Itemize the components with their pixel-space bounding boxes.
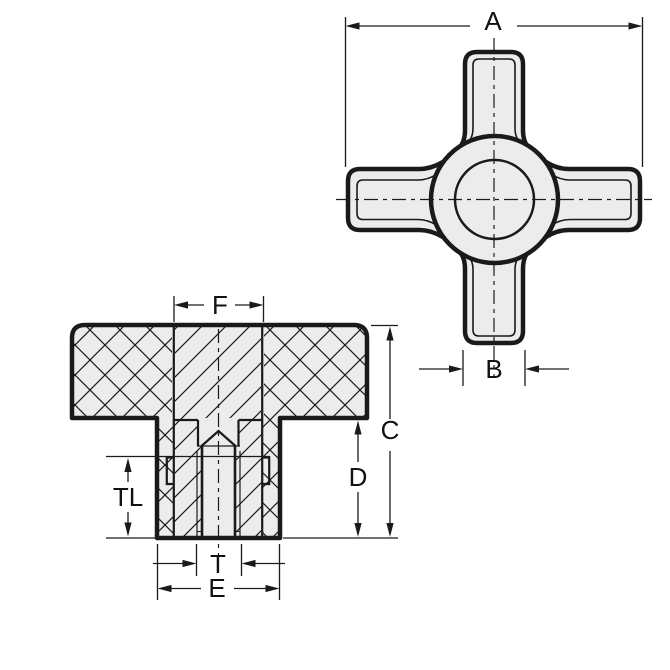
dimension-a: A [344,6,644,167]
dim-tl-extension-lines [106,455,270,539]
dim-t-arrow-right [241,559,256,568]
dim-t-arrow-left [182,559,197,568]
bottom-arm-outline [456,248,532,346]
dim-e-extension-lines [156,544,281,600]
dim-a-arrow-right [628,22,643,30]
dimension-e: E [156,544,281,603]
hatch-insert-right [238,418,262,537]
dim-t-label: T [210,549,226,579]
hatch-head-left [74,327,172,417]
dim-d-label: D [349,462,368,492]
dim-b-arrow-right [525,365,539,373]
dim-b-arrow-left [449,365,463,373]
dim-f-extension-lines [173,296,265,322]
dim-e-label: E [208,573,225,603]
dim-b-extension-lines [462,350,526,386]
hatch-insert-right-thread [235,446,240,537]
dim-e-arrow-left [157,584,172,593]
dim-f-arrow-left [174,301,188,309]
dim-c-label: C [381,415,400,445]
dim-c-arrow-bottom [386,523,394,537]
dim-b-label: B [485,354,502,384]
dim-a-extension-lines [344,17,644,167]
dim-c-arrow-top [386,326,394,341]
dim-tl-label: TL [113,482,143,512]
dimension-tl: TL [106,455,270,539]
insert-retention-ribs [165,456,271,486]
dimension-f: F [173,290,265,322]
top-view: A B [336,6,652,386]
insert-counterbore-walls [196,420,240,446]
dim-e-arrow-right [265,584,280,593]
dim-d-arrow-top [354,420,362,435]
dim-d-arrow-bottom [354,523,362,537]
dim-a-label: A [484,6,502,36]
hatch-head-right [264,327,365,417]
section-view: F C D TL [69,290,400,603]
hatch-insert-left-thread [197,446,202,537]
dim-a-arrow-left [345,22,360,30]
thread-minor-lines [200,446,237,537]
dimension-c: C [283,324,400,539]
hatch-insert-left [174,418,198,537]
dimension-d: D [349,420,368,537]
hatch-boss-right [263,417,279,537]
right-arm-pad [550,173,632,227]
dim-tl-arrow-top [124,458,132,472]
right-arm-outline [543,159,643,240]
drill-cone [200,429,237,447]
thread-major-lines [196,451,241,537]
dim-t-extension-lines [195,544,243,576]
dim-c-extension-lines [283,324,398,539]
dim-f-label: F [212,290,228,320]
insert-edges [172,327,264,537]
section-body-outline [69,322,370,541]
hatch-boss-left [158,417,173,537]
dimension-b: B [419,350,569,386]
bottom-arm-pad [463,253,525,337]
threaded-insert [165,327,271,537]
section-hatching [74,327,365,537]
dim-tl-arrow-bottom [124,522,132,537]
dim-f-arrow-right [249,301,264,309]
